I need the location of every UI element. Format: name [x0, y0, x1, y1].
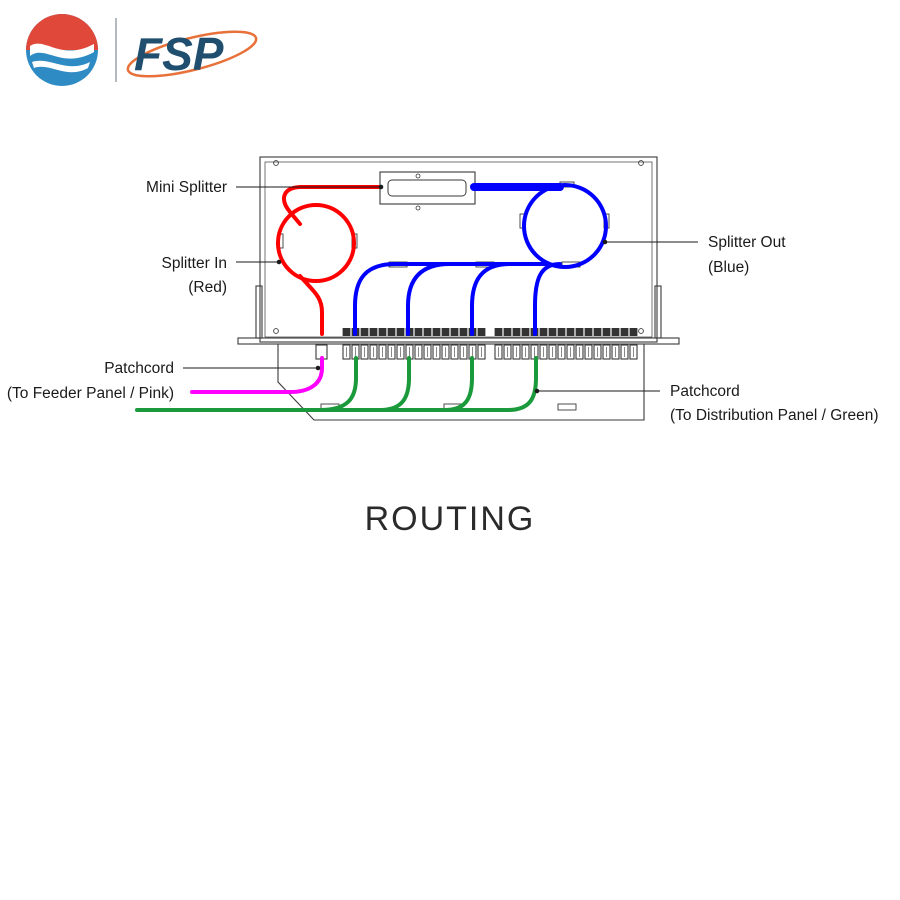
- adapter-port-front: [423, 344, 432, 360]
- adapter-port-top: [629, 328, 638, 336]
- adapter-port-top: [441, 328, 450, 336]
- adapter-port-front: [369, 344, 378, 360]
- adapter-port-top: [342, 328, 351, 336]
- adapter-port-top: [369, 328, 378, 336]
- adapter-port-front: [494, 344, 503, 360]
- adapter-port-front: [611, 344, 620, 360]
- adapter-port-front: [575, 344, 584, 360]
- adapter-port-front: [450, 344, 459, 360]
- adapter-port-front: [629, 344, 638, 360]
- panel-left-ear: [255, 285, 263, 339]
- adapter-port-top: [566, 328, 575, 336]
- patchcord-feeder-cable: [190, 356, 324, 394]
- panel-screws: [273, 160, 644, 334]
- label-patchcord-dist: Patchcord: [670, 383, 740, 400]
- adapter-port-top: [611, 328, 620, 336]
- label-patchcord-feeder: Patchcord: [104, 360, 174, 377]
- adapter-port-top: [512, 328, 521, 336]
- adapter-port-top: [477, 328, 486, 336]
- adapter-port-top: [378, 328, 387, 336]
- splitter-in-fiber: [282, 185, 383, 226]
- adapter-port-top: [539, 328, 548, 336]
- adapter-port-front: [521, 344, 530, 360]
- adapter-port-top: [620, 328, 629, 336]
- adapter-port-top: [450, 328, 459, 336]
- label-splitter-out-color: (Blue): [708, 259, 749, 276]
- adapter-port-front: [360, 344, 369, 360]
- splitter-out-bus: [353, 262, 550, 336]
- adapter-port-top: [459, 328, 468, 336]
- label-splitter-out: Splitter Out: [708, 234, 786, 251]
- adapter-port-front: [512, 344, 521, 360]
- adapter-port-top: [414, 328, 423, 336]
- adapter-port-top: [602, 328, 611, 336]
- label-splitter-in-color: (Red): [188, 279, 227, 296]
- adapter-port-top: [432, 328, 441, 336]
- adapter-port-top: [396, 328, 405, 336]
- splitter-out-loop: [522, 183, 608, 269]
- adapter-port-front: [548, 344, 557, 360]
- adapter-port-top: [423, 328, 432, 336]
- adapter-port-front: [566, 344, 575, 360]
- adapter-port-top: [593, 328, 602, 336]
- cable-clips: [277, 181, 610, 411]
- adapter-port-front: [396, 344, 405, 360]
- adapter-port-top: [557, 328, 566, 336]
- adapter-port-top: [575, 328, 584, 336]
- splitter-out-branch-4: [533, 262, 562, 336]
- label-patchcord-feeder-note: (To Feeder Panel / Pink): [7, 385, 174, 402]
- fiber-routes: [135, 183, 608, 412]
- label-mini-splitter: Mini Splitter: [146, 179, 227, 196]
- mini-splitter-device: [379, 171, 476, 211]
- adapter-port-front: [387, 344, 396, 360]
- adapter-port-front: [557, 344, 566, 360]
- adapter-port-front: [432, 344, 441, 360]
- adapter-port-front: [342, 344, 351, 360]
- adapter-port-front: [378, 344, 387, 360]
- panel-inner-outline: [264, 161, 653, 338]
- adapter-port-top: [494, 328, 503, 336]
- adapter-port-front: [459, 344, 468, 360]
- logo-emblem-icon: [26, 14, 98, 86]
- logo-wordmark: FSP: [126, 28, 258, 80]
- diagram-title: ROUTING: [365, 500, 536, 538]
- patch-panel-drawing: [237, 156, 680, 421]
- splitter-in-drop: [298, 274, 324, 336]
- adapter-port-top: [387, 328, 396, 336]
- patchcord-dist-cable-3: [378, 356, 474, 412]
- adapter-port-top: [548, 328, 557, 336]
- splitter-out-branch-2: [406, 262, 452, 336]
- adapter-port-top: [360, 328, 369, 336]
- adapter-port-front: [620, 344, 629, 360]
- callout-leaders: [183, 184, 698, 394]
- adapter-port-top: [503, 328, 512, 336]
- adapter-port-front: [584, 344, 593, 360]
- company-logo: FSP: [26, 14, 258, 86]
- splitter-out-branch-3: [470, 262, 512, 336]
- adapter-port-top: [584, 328, 593, 336]
- adapter-port-front: [602, 344, 611, 360]
- adapter-port-front: [503, 344, 512, 360]
- label-patchcord-dist-note: (To Distribution Panel / Green): [670, 407, 878, 424]
- adapter-port-front: [414, 344, 423, 360]
- adapter-port-top: [521, 328, 530, 336]
- panel-body: [259, 156, 658, 343]
- panel-right-ear: [654, 285, 662, 339]
- patchcord-dist-cable-4: [443, 356, 538, 412]
- adapter-port-front: [441, 344, 450, 360]
- logo-text: FSP: [134, 28, 224, 80]
- callout-labels: Mini Splitter Splitter In (Red) Splitter…: [7, 179, 879, 424]
- label-splitter-in: Splitter In: [162, 255, 227, 272]
- adapter-port-front: [477, 344, 486, 360]
- panel-front-flange: [237, 337, 680, 345]
- splitter-in-loop: [276, 203, 356, 283]
- panel-tray: [277, 344, 645, 421]
- adapter-port-front: [539, 344, 548, 360]
- patchcord-dist-cable-2: [318, 356, 411, 412]
- adapter-port-front: [593, 344, 602, 360]
